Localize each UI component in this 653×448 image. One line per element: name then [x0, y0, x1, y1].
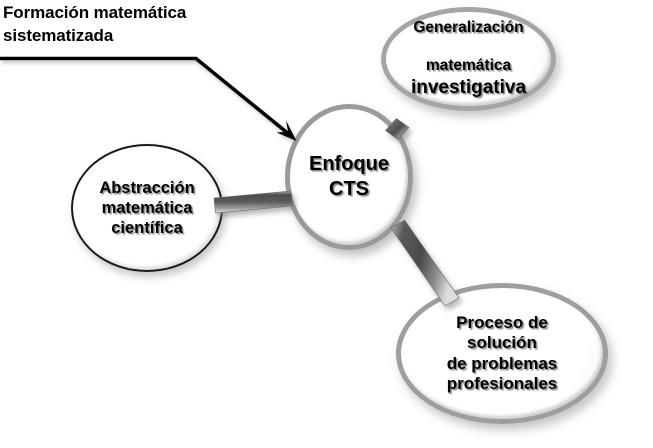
node-label-line-1: Generalización: [413, 19, 524, 37]
node-generalizacion-matematica-investigativa[interactable]: Generalización matemática investigativa: [381, 7, 556, 111]
connector-center-to-top-right: [385, 118, 410, 140]
node-label: Enfoque CTS: [309, 153, 389, 200]
connector-center-to-bottom-right: [390, 219, 460, 307]
page-title: Formación matemática sistematizada: [3, 3, 187, 45]
node-proceso-solucion-problemas-profesionales[interactable]: Proceso de solución de problemas profesi…: [396, 283, 608, 424]
node-label: Proceso de solución de problemas profesi…: [446, 312, 558, 393]
node-label: Generalización matemática investigativa: [405, 0, 532, 118]
node-label-line-2: matemática: [425, 56, 512, 74]
node-label: Abstracción matemática científica: [99, 178, 195, 238]
arrow-path: [0, 56, 297, 141]
node-label-line-3: investigativa: [410, 76, 527, 98]
connector-left-to-center: [213, 190, 293, 214]
